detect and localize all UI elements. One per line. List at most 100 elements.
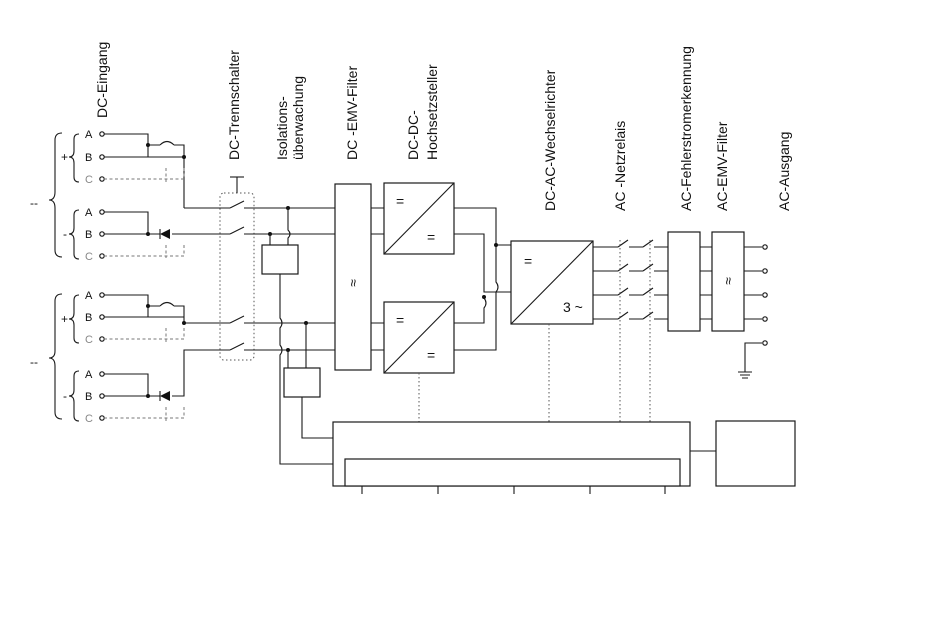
control-ticks bbox=[362, 486, 665, 494]
double-dash-label: -- bbox=[30, 355, 38, 369]
minus-wiring bbox=[104, 350, 222, 396]
bracket-minus bbox=[69, 371, 79, 421]
bracket-plus bbox=[69, 134, 79, 182]
terminal-b-label: B bbox=[85, 152, 92, 164]
header-dc-ac-wechselrichter: DC-AC-Wechselrichter bbox=[542, 69, 558, 211]
ac-terminal bbox=[763, 317, 767, 321]
junction-dot bbox=[494, 243, 498, 247]
ac-residual-current bbox=[668, 232, 712, 331]
diode-icon bbox=[160, 229, 170, 239]
header-ac-fehlerstromerkennung: AC-Fehlerstromerkennung bbox=[678, 46, 694, 211]
header-isolation-line1: Isolations- bbox=[274, 96, 290, 160]
header-ac-emv-filter: AC-EMV-Filter bbox=[714, 121, 730, 211]
terminal-b-label: B bbox=[85, 312, 92, 324]
terminal-c-label: C bbox=[85, 413, 93, 425]
junction-dot bbox=[146, 143, 150, 147]
ac-grid-relays bbox=[618, 240, 668, 422]
junction-dot bbox=[182, 155, 186, 159]
insulation-monitor-box-2 bbox=[284, 368, 320, 397]
communication-box bbox=[716, 421, 795, 486]
rcd-outputs bbox=[700, 247, 712, 319]
minus-wiring bbox=[104, 212, 222, 234]
monitor-1-taps bbox=[270, 208, 290, 245]
bus-minus-1 bbox=[454, 234, 511, 292]
residual-current-box bbox=[668, 232, 700, 331]
control-unit bbox=[333, 421, 795, 494]
terminal-c-label: C bbox=[85, 251, 93, 263]
switch-inputs bbox=[184, 208, 230, 350]
plus-sign: + bbox=[61, 150, 68, 164]
switch-enclosure bbox=[220, 193, 254, 360]
insulation-monitoring bbox=[262, 206, 333, 464]
dc-disconnect-switch bbox=[184, 177, 335, 360]
bus-plus-1 bbox=[454, 208, 511, 245]
inverter-outputs bbox=[593, 247, 618, 319]
relay-outputs bbox=[654, 247, 668, 319]
filter-symbol: ≈ bbox=[720, 277, 736, 285]
three-phase-symbol: 3 ~ bbox=[563, 299, 583, 315]
relay-contacts-1 bbox=[618, 240, 628, 319]
terminal-b-label: B bbox=[85, 391, 92, 403]
terminal-b-label: B bbox=[85, 229, 92, 241]
filter-outputs bbox=[371, 208, 384, 350]
minus-sign: - bbox=[63, 227, 67, 241]
bus-minus-2 bbox=[454, 245, 498, 350]
bus-plus-2 bbox=[454, 297, 486, 323]
terminal-c-label: C bbox=[85, 174, 93, 186]
switch-outputs bbox=[244, 208, 335, 350]
plus-fuse bbox=[160, 142, 174, 146]
ac-emv-filter: ≈ bbox=[712, 232, 762, 331]
junction-dot bbox=[146, 232, 150, 236]
minus-c-wiring bbox=[104, 245, 184, 258]
plus-fuse bbox=[160, 303, 174, 307]
junction-dot bbox=[182, 321, 186, 325]
ac-terminal bbox=[763, 341, 767, 345]
minus-c-wiring bbox=[104, 407, 184, 421]
header-ac-ausgang: AC-Ausgang bbox=[776, 132, 792, 211]
header-isolation-line2: überwachung bbox=[290, 76, 306, 160]
dc-emv-filter: ≈ bbox=[335, 184, 384, 370]
header-dc-eingang: DC-Eingang bbox=[94, 42, 110, 118]
header-dc-trennschalter: DC-Trennschalter bbox=[226, 50, 242, 160]
header-dc-emv-filter: DC -EMV-Filter bbox=[344, 66, 360, 160]
plus-wiring bbox=[104, 295, 222, 323]
terminal-dots bbox=[100, 132, 104, 258]
plus-sign: + bbox=[61, 312, 68, 326]
header-hochsetz-line2: Hochsetzsteller bbox=[424, 64, 440, 160]
terminal-a-label: A bbox=[85, 290, 93, 302]
control-inner-box bbox=[345, 459, 680, 486]
ac-filter-outputs bbox=[744, 247, 762, 319]
junction-dot bbox=[146, 394, 150, 398]
double-dash-label: -- bbox=[30, 196, 38, 210]
relay-control-links bbox=[620, 240, 650, 422]
filter-symbol: ≈ bbox=[345, 279, 361, 287]
dc-input-group-1: -- + - A B C A B C bbox=[30, 129, 222, 263]
terminal-a-label: A bbox=[85, 207, 93, 219]
junction-dot bbox=[482, 295, 486, 299]
header-hochsetz-line1: DC-DC- bbox=[405, 110, 421, 160]
relay-links bbox=[629, 247, 643, 319]
dc-symbol: = bbox=[427, 229, 435, 245]
dc-ac-inverter: = 3 ~ bbox=[511, 241, 618, 422]
insulation-monitor-box-1 bbox=[262, 245, 298, 274]
boost-converters: = = = = bbox=[384, 183, 511, 422]
dc-emv-filter-box bbox=[335, 184, 371, 370]
dc-symbol: = bbox=[396, 312, 404, 328]
monitor-2-taps bbox=[288, 323, 306, 368]
relay-contacts-2 bbox=[643, 240, 653, 319]
plus-wiring bbox=[104, 134, 184, 208]
header-ac-netzrelais: AC -Netzrelais bbox=[612, 121, 628, 211]
terminal-dots bbox=[100, 293, 104, 420]
terminal-a-label: A bbox=[85, 369, 93, 381]
ac-terminal bbox=[763, 293, 767, 297]
dc-input-group-2: -- + - A B C A B C bbox=[30, 290, 222, 425]
monitor-2-signal bbox=[302, 397, 333, 438]
bracket-plus bbox=[69, 295, 79, 343]
minus-sign: - bbox=[63, 389, 67, 403]
dc-symbol: = bbox=[396, 193, 404, 209]
ac-terminal bbox=[763, 245, 767, 249]
bracket-minus bbox=[69, 210, 79, 259]
plus-c-wiring bbox=[104, 328, 184, 342]
dc-symbol: = bbox=[427, 347, 435, 363]
